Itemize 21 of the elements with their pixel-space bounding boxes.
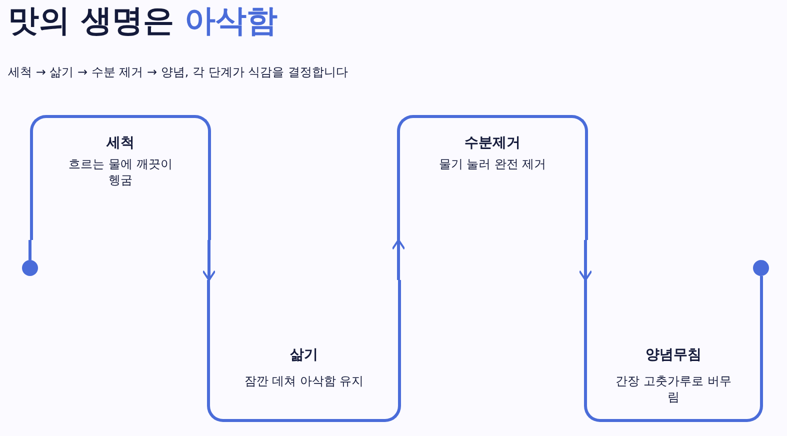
step-frame <box>207 280 401 422</box>
arrow <box>392 239 406 280</box>
step-title: 수분제거 <box>464 134 522 152</box>
step-description: 잠깐 데쳐 아삭함 유지 <box>243 373 365 389</box>
subtitle: 세척 → 삶기 → 수분 제거 → 양념, 각 단계가 식감을 결정합니다 <box>8 64 348 81</box>
step-title: 양념무침 <box>644 346 702 364</box>
step-description: 물기 눌러 완전 제거 <box>438 156 548 172</box>
arrow <box>578 240 592 281</box>
step-description: 간장 고춧가루로 버무림 <box>615 373 732 405</box>
endpoint-dot <box>22 260 38 276</box>
step-title: 삶기 <box>289 346 319 364</box>
step-frame <box>30 115 211 240</box>
title: 맛의 생명은 아삭함 <box>8 2 278 41</box>
step-frame <box>584 280 763 422</box>
connector-line <box>760 276 763 280</box>
connector-line <box>28 240 32 260</box>
step-frame <box>397 115 588 240</box>
endpoint-dot <box>753 260 769 276</box>
step-description: 흐르는 물에 깨끗이 헹굼 <box>68 156 174 188</box>
arrow <box>202 240 216 281</box>
step-title: 세척 <box>105 134 136 152</box>
